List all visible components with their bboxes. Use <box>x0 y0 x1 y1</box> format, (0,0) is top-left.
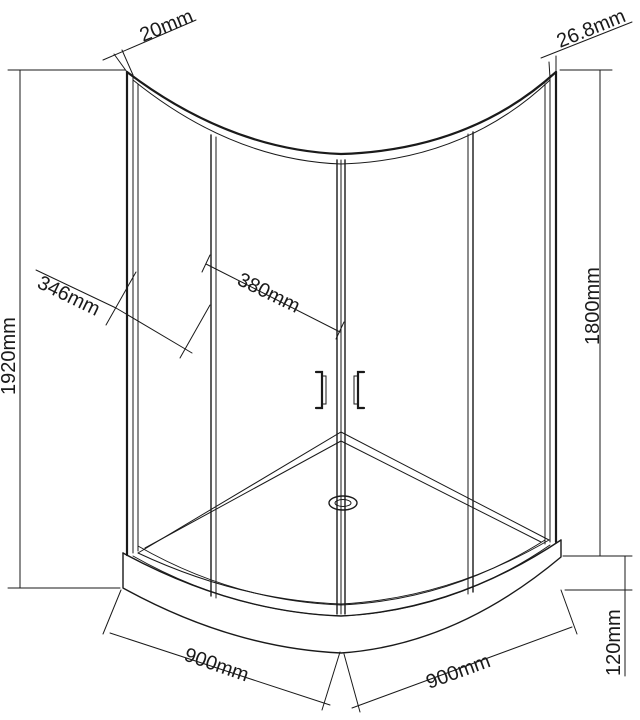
label-door-opening-width: 380mm <box>234 269 304 318</box>
drain-inner <box>334 499 352 507</box>
tray-inner-rim <box>137 539 550 605</box>
right-door-handle <box>353 370 366 410</box>
label-right-depth: 900mm <box>423 650 493 693</box>
dim-wall-profile: 20mm <box>102 5 197 76</box>
tray-back-edges <box>137 431 550 554</box>
left-door-handle <box>314 370 327 410</box>
label-door-profile-width: 26.8mm <box>554 5 629 52</box>
bottom-rail-outer <box>132 544 551 617</box>
drain <box>328 495 358 511</box>
dim-right-depth: 900mm <box>343 589 578 713</box>
dim-tray-height: 120mm <box>564 555 633 677</box>
top-rail-inner <box>132 79 551 165</box>
dim-door-profile: 26.8mm <box>540 5 633 79</box>
label-wall-profile-width: 20mm <box>137 5 197 46</box>
dim-side-panel: 346mm <box>34 269 211 359</box>
top-rail-outer <box>125 70 558 156</box>
dim-total-height: 1920mm <box>0 69 126 589</box>
label-tray-height: 120mm <box>603 609 625 676</box>
label-total-height: 1920mm <box>0 317 20 395</box>
dim-glass-height: 1800mm <box>559 69 613 557</box>
dim-door-opening: 380mm <box>201 254 345 340</box>
label-side-panel-width: 346mm <box>34 272 104 321</box>
label-left-depth: 900mm <box>181 644 251 687</box>
tray-back-inner-edges <box>144 440 542 549</box>
tray-front-outline <box>122 539 562 654</box>
glass-enclosure <box>125 70 558 617</box>
label-glass-height: 1800mm <box>582 267 604 345</box>
shower-tray <box>122 431 562 654</box>
